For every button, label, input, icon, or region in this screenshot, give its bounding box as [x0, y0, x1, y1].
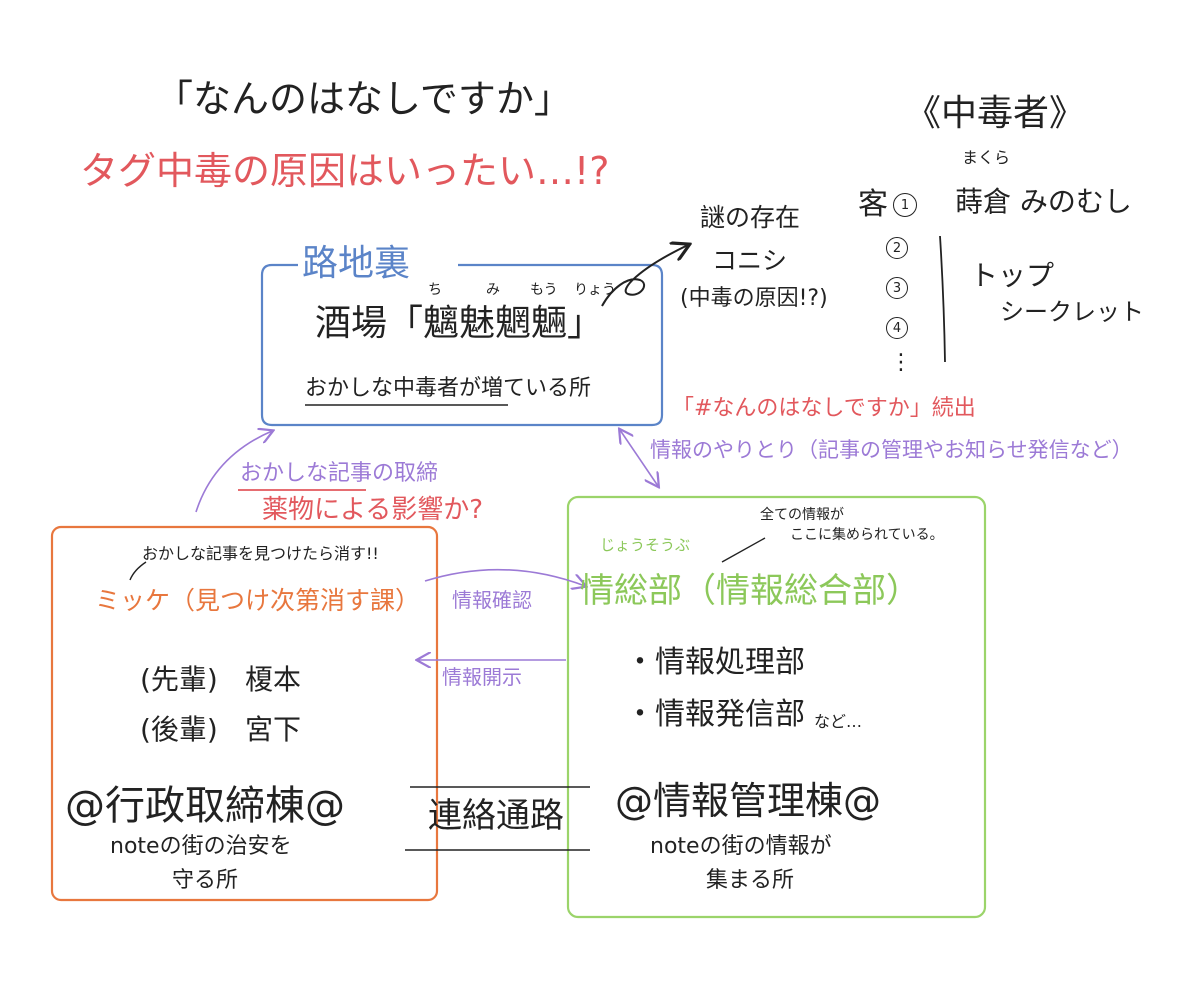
mystery-label: 謎の存在 — [700, 203, 801, 232]
mystery-note: (中毒の原因!?) — [680, 286, 828, 311]
info-description-line-2: 集まる所 — [706, 868, 795, 893]
info-dept-note-line-1: 全ての情報が — [760, 507, 844, 523]
alley-description: おかしな中毒者が増ている所 — [305, 376, 592, 401]
info-exchange-label: 情報のやりとり（記事の管理やお知らせ発信など） — [650, 438, 1133, 462]
customers-bracket — [939, 235, 946, 363]
page-subtitle: タグ中毒の原因はいったい…!? — [80, 149, 610, 193]
customer-number-4: 4 — [886, 317, 908, 339]
mikke-note-tick — [129, 561, 147, 581]
customer-number-2: 2 — [886, 237, 908, 259]
customers-ellipsis: ⋮ — [890, 350, 912, 375]
mystery-name: コニシ — [712, 246, 788, 275]
customer-label: 客 — [858, 187, 888, 222]
hashtag-warning: 「#なんのはなしですか」続出 — [672, 396, 976, 421]
member-role-junior: (後輩) — [140, 713, 218, 746]
bar-ruby-ryou: りょう — [574, 282, 616, 298]
info-division-publishing: ・情報発信部 — [625, 697, 805, 732]
mikke-description-line-1: noteの街の治安を — [110, 834, 292, 859]
crackdown-label: おかしな記事の取締 — [240, 461, 439, 486]
customer-number-1: 1 — [893, 193, 917, 217]
mikke-note: おかしな記事を見つけたら消す!! — [142, 544, 379, 563]
alley-label: 路地裏 — [302, 243, 411, 284]
info-disclose-label: 情報開示 — [442, 665, 522, 689]
info-note-tick — [721, 537, 766, 563]
addicts-ruby: まくら — [962, 148, 1011, 167]
info-confirm-label: 情報確認 — [452, 588, 532, 612]
info-dept-note-line-2: ここに集められている。 — [790, 527, 944, 543]
member-name-senior: 榎本 — [245, 663, 302, 696]
info-divisions-suffix: など… — [814, 712, 863, 731]
member-name-junior: 宮下 — [245, 713, 302, 746]
info-dept-name: 情総部（情報総合部） — [580, 571, 920, 611]
info-dept-ruby: じょうそうぶ — [600, 536, 691, 554]
corridor-label: 連絡通路 — [428, 796, 564, 836]
bar-name: 酒場「魑魅魍魎」 — [315, 303, 604, 344]
arrow-info-confirm — [424, 568, 585, 586]
info-division-processing: ・情報処理部 — [625, 645, 805, 680]
info-description-line-1: noteの街の情報が — [650, 834, 832, 859]
info-building: @情報管理棟@ — [615, 779, 882, 823]
member-role-senior: (先輩) — [140, 663, 218, 696]
mikke-building: @行政取締棟@ — [65, 783, 345, 829]
mikke-description-line-2: 守る所 — [172, 868, 239, 893]
secret-line-2: シークレット — [1000, 298, 1144, 326]
customer-number-3: 3 — [886, 277, 908, 299]
bar-ruby-chi: ち — [428, 282, 442, 298]
addicts-heading: 《中毒者》 — [905, 93, 1086, 134]
drug-suspicion-label: 薬物による影響か? — [262, 495, 484, 525]
secret-line-1: トップ — [970, 259, 1055, 292]
page-title: 「なんのはなしですか」 — [155, 77, 572, 121]
bar-ruby-mi: み — [486, 282, 500, 298]
customer-first-name: 蒔倉 みのむし — [955, 185, 1132, 218]
mikke-name: ミッケ（見つけ次第消す課） — [95, 586, 421, 615]
bar-ruby-mou: もう — [530, 282, 558, 298]
